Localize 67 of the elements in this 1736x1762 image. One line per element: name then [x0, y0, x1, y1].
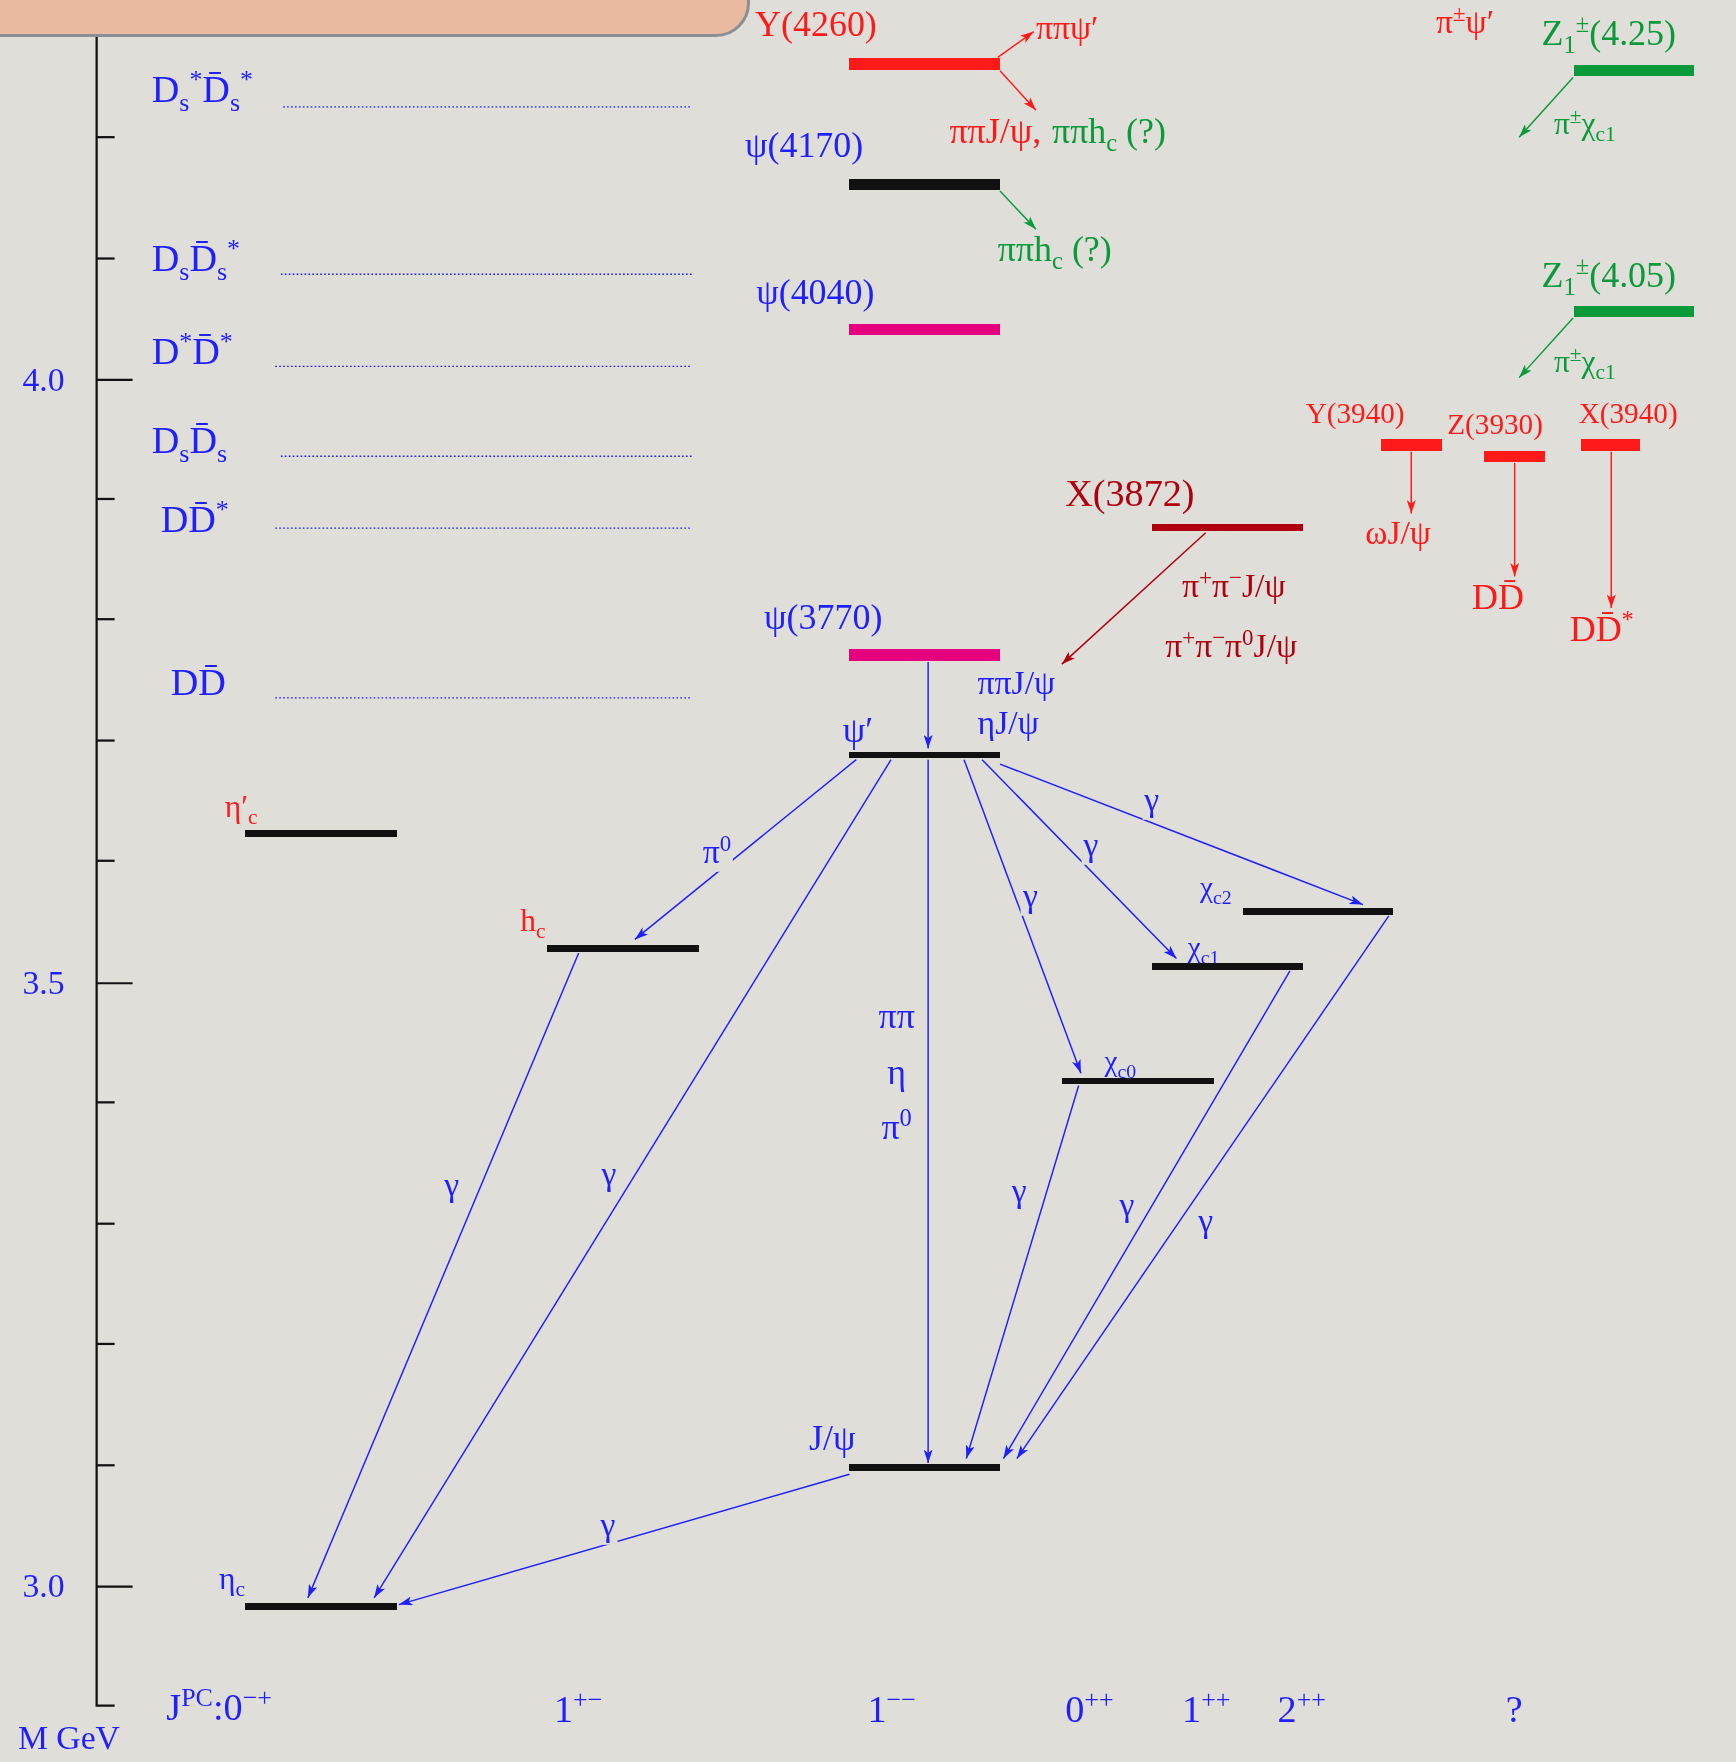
decay-arrow	[1002, 970, 1291, 1460]
decay-label: π$^{+}$π$^{−}$J/ψ	[1182, 566, 1286, 607]
quantum-number-label: 0$^{++}$	[1065, 1687, 1114, 1733]
level-label: η$_{c}$	[219, 1559, 246, 1598]
decay-label: ππJ/ψ,	[949, 109, 1042, 153]
threshold-label: DD̄	[170, 660, 226, 706]
level-label: Z$_{1}$$^{±}$(4.05)	[1541, 253, 1677, 297]
quantum-number-label: 1$^{−−}$	[867, 1687, 916, 1733]
decay-label: π$^{+}$π$^{−}$π$^{0}$J/ψ	[1165, 625, 1298, 666]
decay-arrow	[999, 763, 1364, 906]
level-label: Z$_{1}$$^{±}$(4.25)	[1541, 12, 1677, 56]
quantum-number-label: 2$^{++}$	[1277, 1687, 1326, 1733]
quantum-number-label: J$^{PC}$:0$^{−+}$	[166, 1685, 272, 1730]
axis-title: M GeV	[17, 1718, 120, 1758]
threshold-label: D$_{s}$D̄$_{s}$	[151, 417, 228, 464]
axis-value: 4.0	[22, 359, 65, 400]
decay-arrow	[923, 661, 933, 750]
threshold-label: D$^{*}$D̄$^{*}$	[151, 328, 233, 374]
decay-arrow	[1061, 531, 1207, 665]
level-label: h$_{c}$	[520, 902, 546, 941]
decay-label: π$^{±}$χ$_{c1}$	[1553, 104, 1616, 143]
level-label: ψ′	[842, 708, 874, 752]
decay-arrow	[373, 758, 892, 1599]
level-label: X(3872)	[1065, 471, 1195, 517]
decay-arrow	[1518, 317, 1574, 379]
quantum-number-label: 1$^{++}$	[1182, 1687, 1231, 1733]
decay-label: ωJ/ψ	[1365, 513, 1431, 554]
quantum-number-label: ?	[1505, 1687, 1523, 1733]
level-label: X(3940)	[1578, 395, 1678, 431]
level-label: χ$_{c0}$	[1104, 1044, 1137, 1080]
level-label: ψ(4040)	[756, 270, 875, 314]
level-label: ψ(3770)	[764, 596, 883, 640]
level-label: J/ψ	[809, 1416, 856, 1460]
level-label: Y(4260)	[755, 3, 877, 47]
decay-arrow	[1518, 76, 1574, 138]
axis-value: 3.5	[22, 962, 65, 1003]
decay-arrow	[963, 758, 1082, 1074]
threshold-label: DD̄$^{*}$	[160, 497, 229, 543]
decay-label: ππh$_{c}$ (?)	[1052, 109, 1166, 153]
level-label: Y(3940)	[1305, 395, 1405, 431]
decay-arrow	[634, 758, 857, 941]
decay-arrow	[997, 30, 1035, 59]
level-label: Z(3930)	[1447, 407, 1543, 443]
level-label: χ$_{c2}$	[1200, 870, 1232, 906]
level-label: ψ(4170)	[744, 124, 864, 168]
decay-label: π$^{±}$ψ′	[1436, 2, 1495, 43]
decay-label: ηJ/ψ	[977, 703, 1040, 744]
decay-arrow	[981, 758, 1178, 960]
decay-label: ππJ/ψ	[977, 662, 1056, 703]
axis-value: 3.0	[22, 1566, 65, 1607]
decay-label: π$^{±}$χ$_{c1}$	[1553, 342, 1616, 381]
decay-arrow	[1016, 915, 1390, 1460]
decay-arrow	[1406, 451, 1416, 515]
decay-arrow	[965, 1084, 1080, 1460]
decay-arrow	[999, 190, 1037, 231]
decay-label: DD̄	[1471, 576, 1524, 620]
decay-arrow	[999, 70, 1037, 111]
quantum-number-label: 1$^{+−}$	[553, 1687, 603, 1733]
decay-arrow	[923, 758, 933, 1464]
level-label: η′$_{c}$	[224, 787, 258, 826]
decay-arrow	[398, 1473, 851, 1606]
decay-arrow	[1606, 451, 1616, 609]
decay-label: DD̄$^{*}$	[1569, 607, 1634, 651]
decay-label: ππh$_{c}$ (?)	[997, 227, 1112, 271]
decay-label: ππψ′	[1035, 7, 1099, 48]
decay-arrow	[307, 952, 580, 1599]
decay-arrow	[1510, 462, 1520, 578]
